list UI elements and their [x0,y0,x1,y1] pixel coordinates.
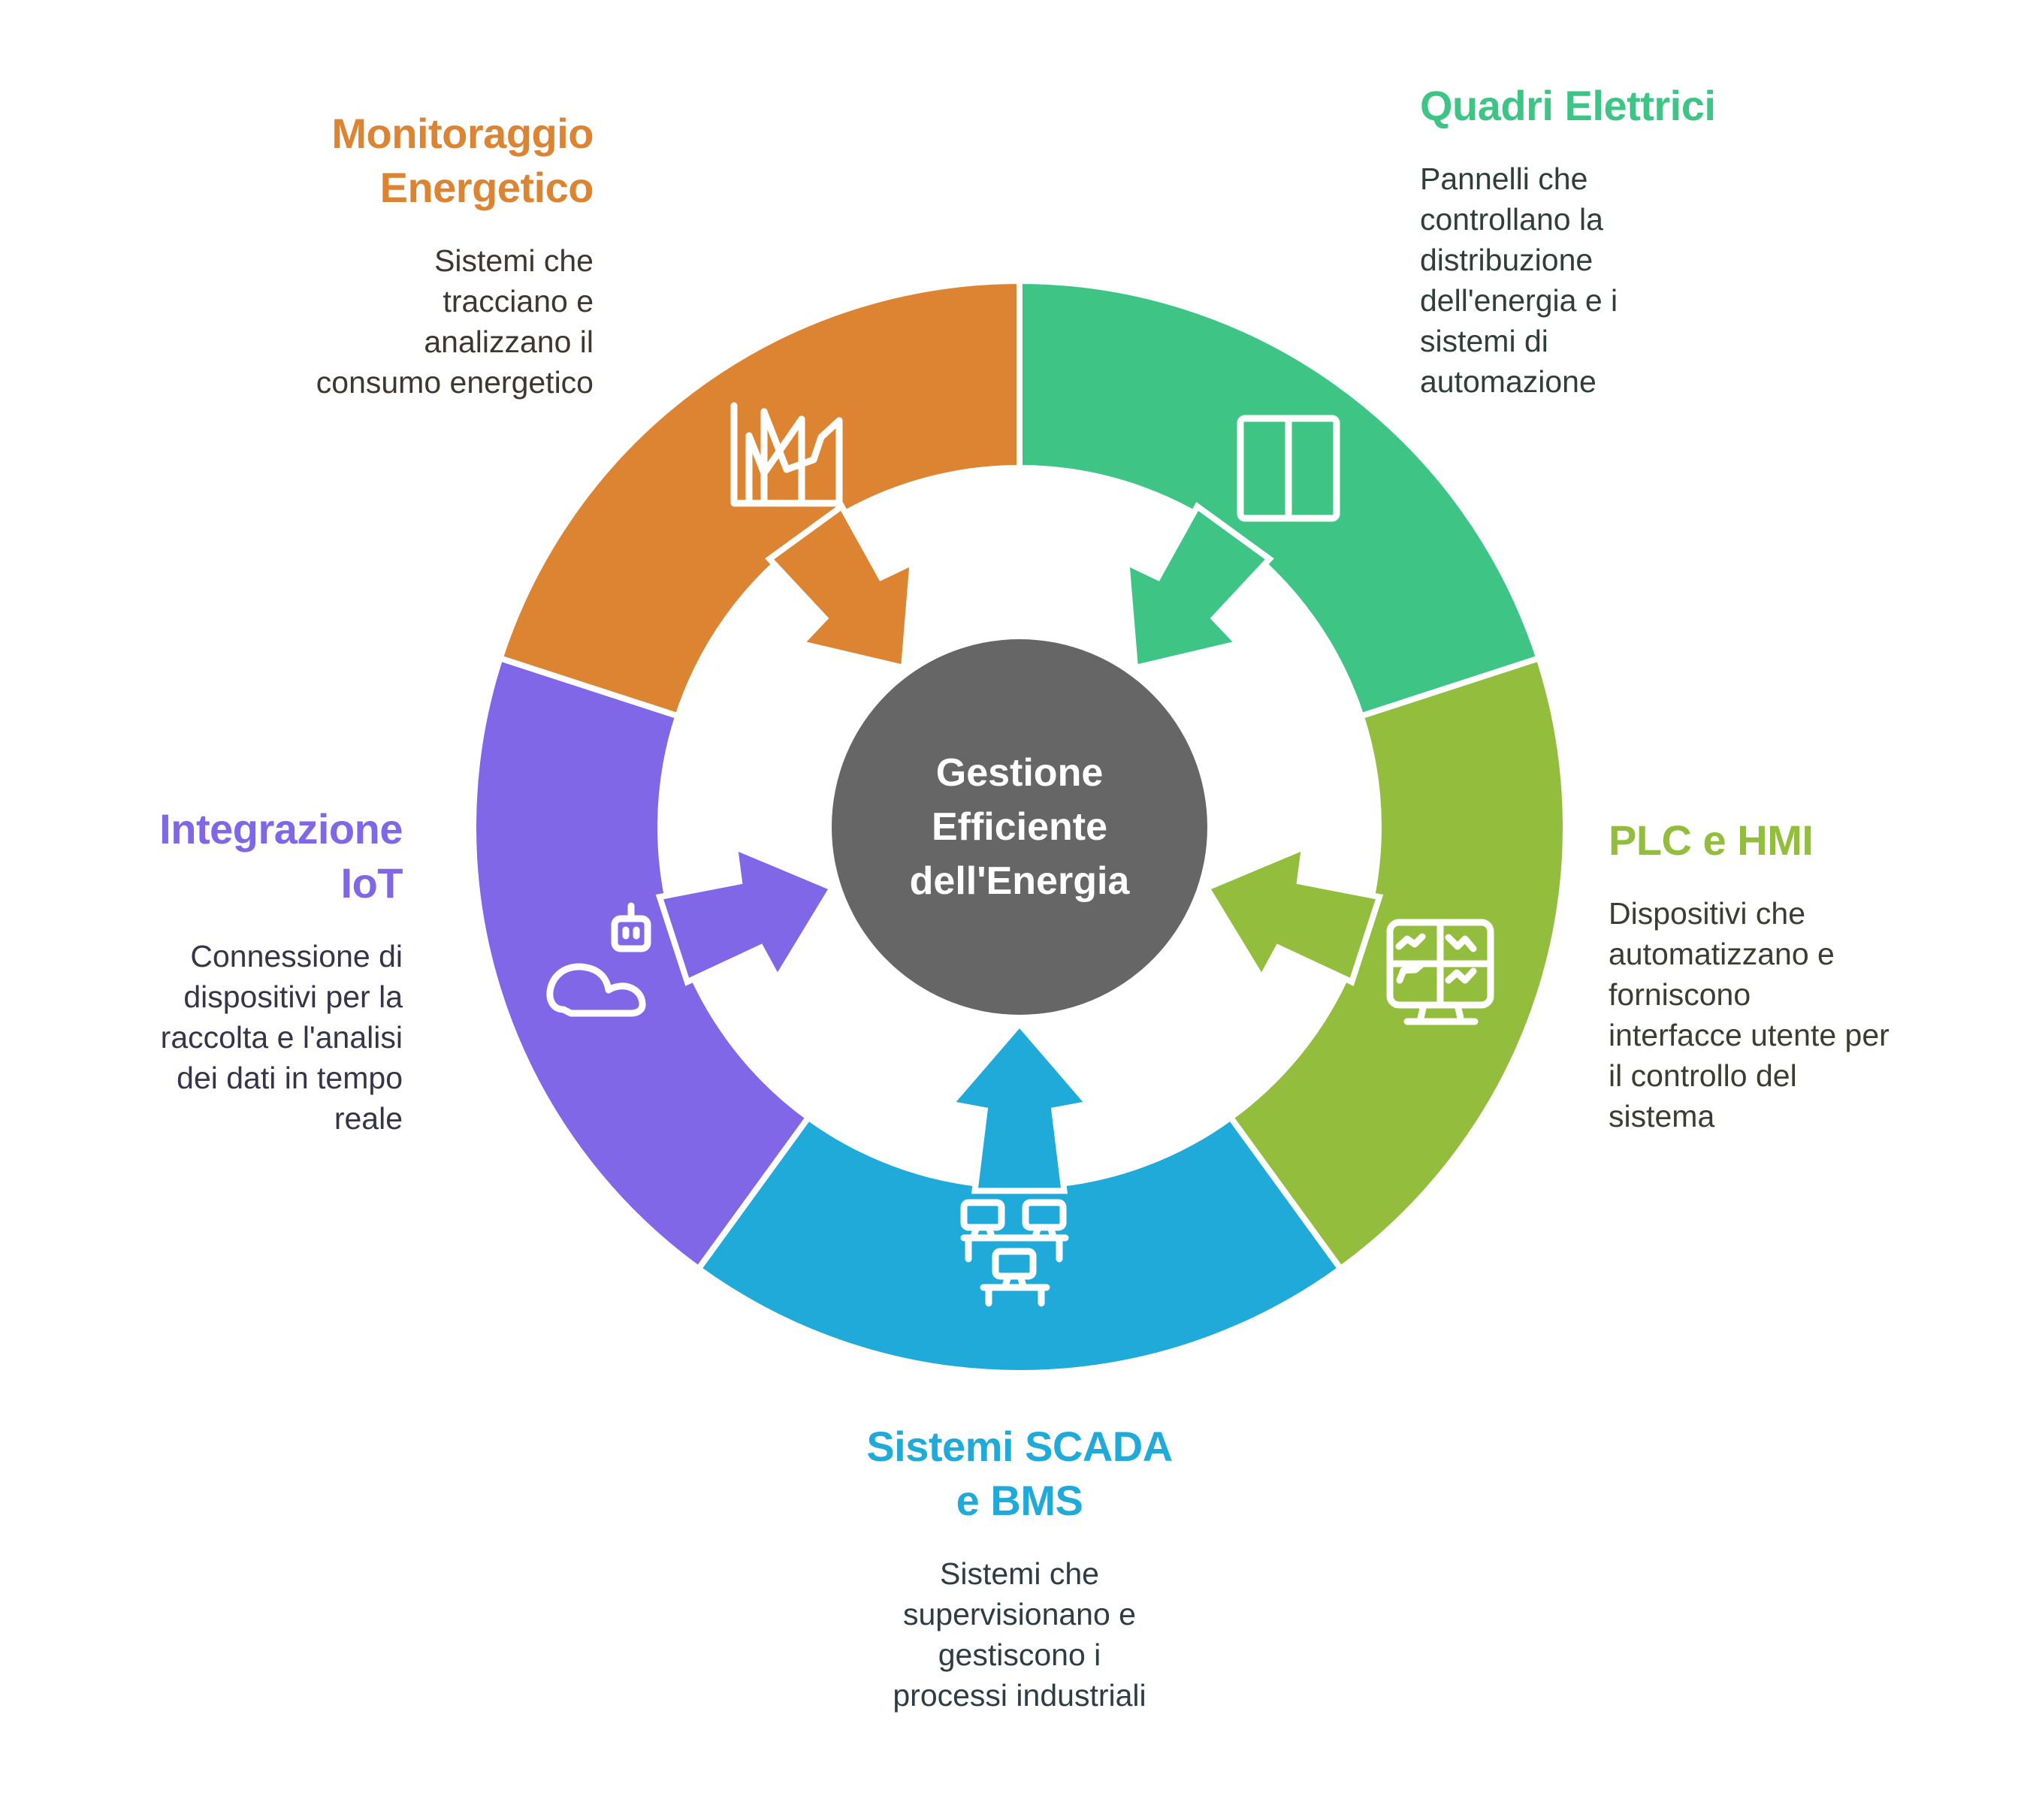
hub-title-line-2: Efficiente [932,805,1107,849]
label-plc: PLC e HMI Dispositivi che automatizzano … [1609,813,2027,1136]
title-line: Energetico [379,164,594,211]
desc-iot: Connessione di dispositivi per la raccol… [160,939,403,1136]
hub-title-line-1: Gestione [936,751,1104,795]
label-scada: Sistemi SCADA e BMS Sistemi che supervis… [794,1420,1245,1716]
segment-iot [470,654,813,1273]
arrow-quadri [1122,502,1274,672]
title-line: Monitoraggio [331,110,594,157]
title-plc: PLC e HMI [1609,813,2027,868]
segment-scada [694,1113,1345,1376]
title-scada: Sistemi SCADA e BMS [794,1420,1245,1528]
network-computers-icon [960,1199,1069,1307]
hub: Gestione Efficiente dell'Energia [832,639,1207,1015]
title-line: Integrazione [159,805,403,853]
line-chart-icon [730,402,843,507]
segment-monitoraggio [496,277,1023,720]
label-quadri: Quadri Elettrici Pannelli che controllan… [1420,79,1946,402]
hub-circle [832,639,1207,1015]
title-line: PLC e HMI [1609,816,1814,864]
label-monitoraggio: Monitoraggio Energetico Sistemi che trac… [68,107,594,403]
desc-scada: Sistemi che supervisionano e gestiscono … [893,1556,1146,1713]
label-iot: Integrazione IoT Connessione di disposit… [0,802,403,1139]
cloud-robot-icon [546,902,651,1017]
title-line: Quadri Elettrici [1420,82,1716,129]
desc-monitoraggio: Sistemi che tracciano e analizzano il co… [316,243,594,400]
title-monitoraggio: Monitoraggio Energetico [68,107,594,215]
title-line: Sistemi SCADA [866,1423,1173,1470]
desc-plc: Dispositivi che automatizzano e fornisco… [1609,896,1890,1133]
arrow-monitoraggio [765,502,917,672]
title-iot: Integrazione IoT [0,802,403,910]
title-quadri: Quadri Elettrici [1420,79,1946,133]
title-line: IoT [340,859,403,907]
icons [546,402,1494,1307]
panel-icon [1237,415,1340,522]
hub-title-line-3: dell'Energia [910,859,1131,903]
title-line: e BMS [956,1477,1083,1524]
arrow-plc [1202,842,1384,986]
desc-quadri: Pannelli che controllano la distribuzion… [1420,161,1618,399]
dashboard-monitor-icon [1386,919,1494,1025]
ring-segments [470,277,1569,1376]
segment-quadri [1017,277,1543,720]
arrow-iot [655,842,837,986]
arrow-scada [944,1019,1095,1194]
